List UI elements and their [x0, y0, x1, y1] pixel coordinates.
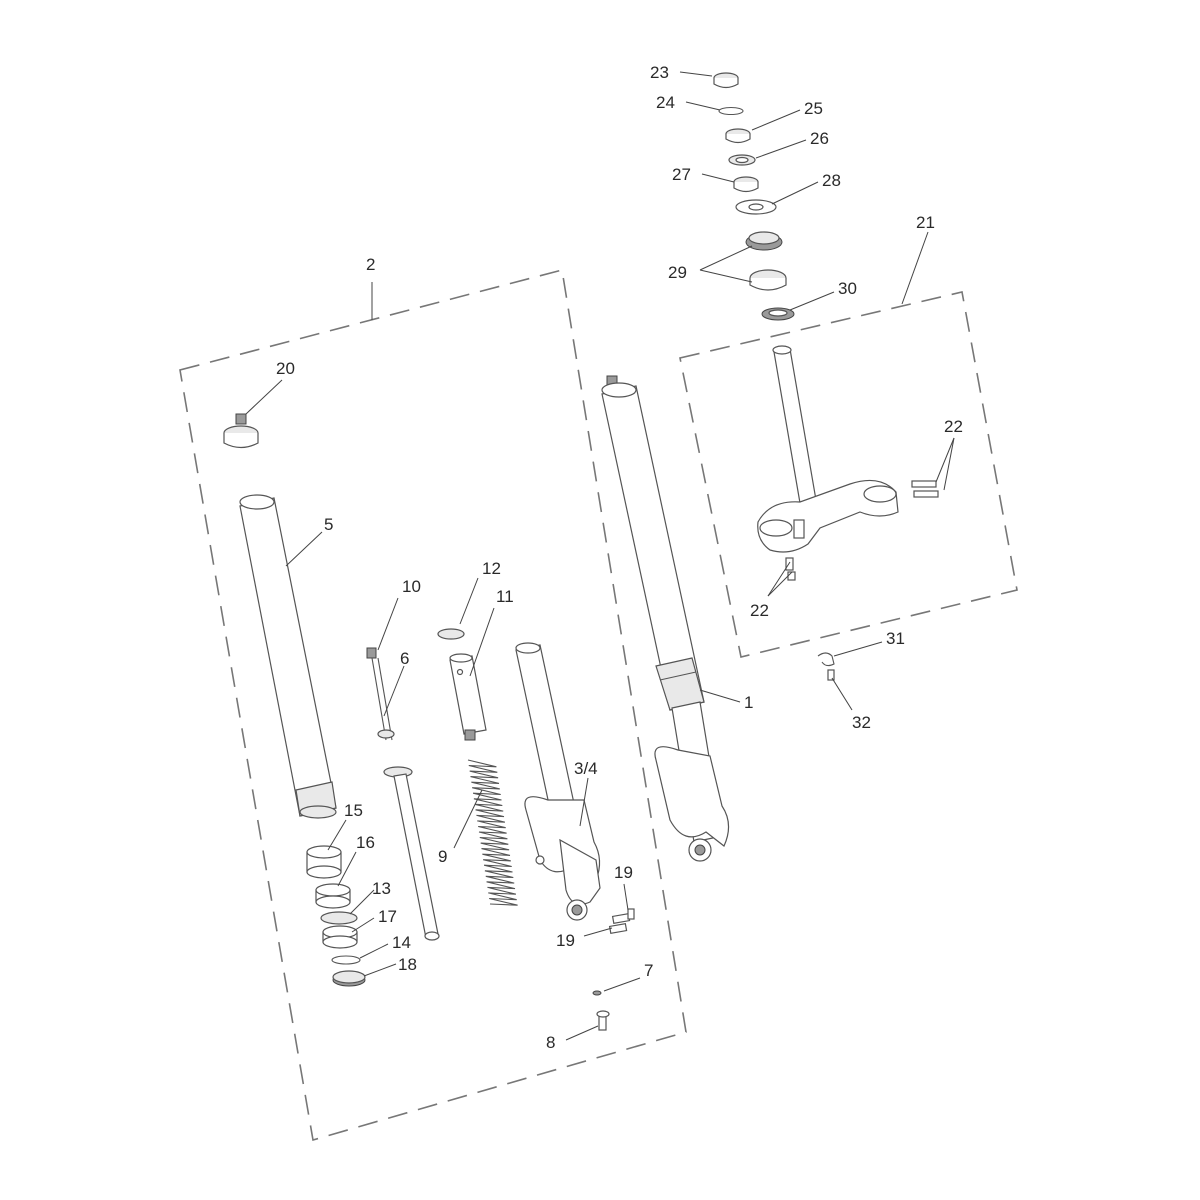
label-22-rear: 22	[944, 417, 963, 436]
label-6: 6	[400, 649, 409, 668]
label-12: 12	[482, 559, 501, 578]
complete-fork-leg	[601, 375, 730, 862]
label-25: 25	[804, 99, 823, 118]
lock-washer	[718, 106, 744, 116]
adjuster-nut-upper	[725, 128, 751, 144]
lower-yoke	[757, 345, 899, 553]
label-14: 14	[392, 933, 411, 952]
label-10: 10	[402, 577, 421, 596]
dust-cover-plate	[735, 199, 777, 215]
label-27: 27	[672, 165, 691, 184]
label-7: 7	[644, 961, 653, 980]
label-32: 32	[852, 713, 871, 732]
label-1: 1	[744, 693, 753, 712]
label-3-4: 3/4	[574, 759, 598, 778]
label-11: 11	[496, 587, 514, 606]
yoke-assembly-boundary	[679, 291, 1018, 658]
label-28: 28	[822, 171, 841, 190]
yoke-clamp-bolts-rear	[911, 480, 939, 498]
label-5: 5	[324, 515, 333, 534]
label-21: 21	[916, 213, 935, 232]
label-17: 17	[378, 907, 397, 926]
thrust-washer	[728, 154, 756, 166]
adjuster-nut-lower	[733, 176, 759, 193]
label-22-front: 22	[750, 601, 769, 620]
label-30: 30	[838, 279, 857, 298]
label-23: 23	[650, 63, 669, 82]
label-29: 29	[668, 263, 687, 282]
label-18: 18	[398, 955, 417, 974]
bushing-stack	[306, 845, 366, 987]
label-19-upper: 19	[614, 863, 633, 882]
fork-spring	[467, 759, 518, 906]
label-9: 9	[438, 847, 447, 866]
label-31: 31	[886, 629, 905, 648]
steering-stem-nut	[713, 72, 739, 89]
head-bearing-upper	[745, 231, 783, 251]
spring-washer	[437, 628, 465, 640]
hose-clip	[817, 652, 835, 667]
label-16: 16	[356, 833, 375, 852]
fork-bottom-leg	[515, 642, 601, 921]
label-19-lower: 19	[556, 931, 575, 950]
drain-plug	[592, 990, 602, 996]
part-labels: 2 20 5 10 6 12 11 9 15 16 13 17 14 18 3/…	[276, 63, 963, 1052]
outer-fork-tube	[239, 494, 337, 819]
spacer-tube	[449, 653, 487, 741]
damper-rod	[366, 647, 440, 941]
clip-screw	[827, 669, 835, 681]
fork-internals-boundary	[179, 269, 687, 1142]
label-20: 20	[276, 359, 295, 378]
fork-top-cap	[223, 413, 259, 449]
axle-bolt	[596, 1010, 610, 1031]
head-bearing-lower	[749, 269, 787, 291]
bearing-seal	[761, 307, 795, 321]
leader-lines	[245, 71, 955, 1041]
label-24: 24	[656, 93, 675, 112]
pinch-bolts	[608, 908, 635, 935]
label-8: 8	[546, 1033, 555, 1052]
label-15: 15	[344, 801, 363, 820]
label-13: 13	[372, 879, 391, 898]
label-2: 2	[366, 255, 375, 274]
label-26: 26	[810, 129, 829, 148]
